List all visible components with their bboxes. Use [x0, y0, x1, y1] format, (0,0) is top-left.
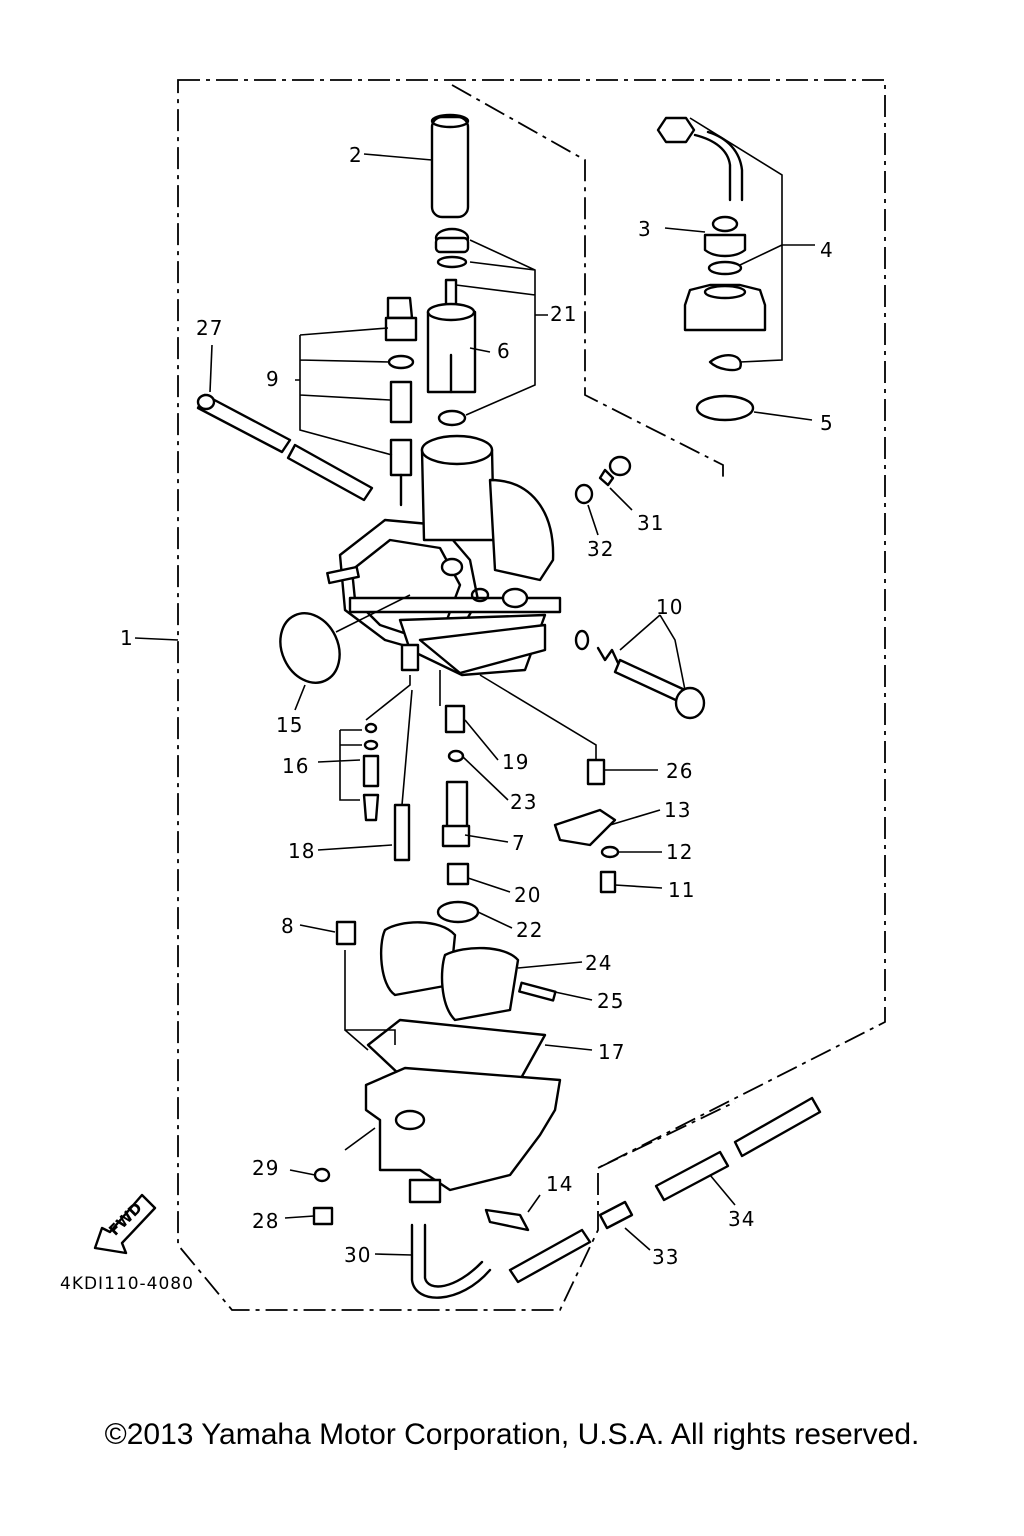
callout-labels: 1 2 3 4 5 6 7 8 9 10 11 12 13 14 15 16 1…: [60, 143, 834, 1294]
callout-33: 33: [652, 1245, 679, 1269]
part-needle-jet: [441, 704, 471, 848]
part-ring-nut: [683, 283, 767, 422]
part-drain-screw-14: [484, 1208, 530, 1232]
callout-5: 5: [820, 411, 834, 435]
part-starter-plunger: [384, 296, 418, 507]
part-cable-tube: [430, 113, 470, 219]
callout-23: 23: [510, 790, 537, 814]
callout-29: 29: [252, 1156, 279, 1180]
callout-6: 6: [497, 339, 511, 363]
callout-32: 32: [587, 537, 614, 561]
part-gasket-13: [553, 808, 617, 847]
part-main-jet-20: [446, 862, 470, 886]
callout-31: 31: [637, 511, 664, 535]
callout-2: 2: [349, 143, 363, 167]
part-screw-8: [335, 920, 357, 946]
forward-arrow-icon: FWD: [93, 1193, 157, 1255]
part-pilot-jet-18: [393, 803, 411, 862]
part-top-fitting: [656, 116, 744, 202]
part-throttle-stop-screw: [574, 629, 706, 720]
part-float-gasket-17: [366, 1018, 547, 1082]
callout-11: 11: [668, 878, 695, 902]
part-drain-hose-lower: [508, 1228, 592, 1284]
part-fitting-33: [598, 1200, 634, 1230]
callout-10: 10: [656, 595, 683, 619]
part-plug-28: [312, 1206, 334, 1226]
part-screw-31: [574, 455, 632, 505]
callout-17: 17: [598, 1040, 625, 1064]
diagram-code: 4KDI110-4080: [60, 1274, 194, 1294]
part-float-pin-25: [518, 981, 557, 1002]
callout-3: 3: [638, 217, 652, 241]
group-line-34: [597, 1101, 736, 1169]
part-26: [586, 758, 606, 786]
callout-15: 15: [276, 713, 303, 737]
callout-13: 13: [664, 798, 691, 822]
callout-14: 14: [546, 1172, 573, 1196]
callout-18: 18: [288, 839, 315, 863]
callout-34: 34: [728, 1207, 755, 1231]
callout-9: 9: [266, 367, 280, 391]
part-float-bowl: [364, 1066, 562, 1204]
part-vent-hose: [196, 393, 374, 502]
callout-26: 26: [666, 759, 693, 783]
callout-22: 22: [516, 918, 543, 942]
part-pilot-screw-16: [362, 722, 380, 822]
group-line-top: [451, 84, 724, 478]
callout-28: 28: [252, 1209, 279, 1233]
part-o-ring-15: [279, 612, 341, 684]
callout-12: 12: [666, 840, 693, 864]
part-carburetor-body: [326, 434, 562, 677]
callout-16: 16: [282, 754, 309, 778]
copyright-notice: ©2013 Yamaha Motor Corporation, U.S.A. A…: [104, 1418, 920, 1451]
callout-27: 27: [196, 316, 223, 340]
callout-19: 19: [502, 750, 529, 774]
callout-8: 8: [281, 914, 295, 938]
part-cap-3: [703, 215, 747, 276]
assembly-boundary: [177, 79, 886, 1311]
part-throttle-valve: [426, 302, 477, 427]
part-washer-22: [436, 900, 480, 924]
part-drain-hose-30: [410, 1223, 492, 1299]
callout-30: 30: [344, 1243, 371, 1267]
callout-1: 1: [120, 626, 134, 650]
callout-20: 20: [514, 883, 541, 907]
part-washer-29: [313, 1167, 331, 1183]
part-floats: [379, 921, 520, 1022]
callout-4: 4: [820, 238, 834, 262]
part-screw-11: [599, 870, 617, 894]
leader-lines: [134, 117, 815, 1256]
callout-24: 24: [585, 951, 612, 975]
callout-21: 21: [550, 302, 577, 326]
callout-25: 25: [597, 989, 624, 1013]
part-washer-12: [600, 845, 620, 859]
part-hose-34: [654, 1150, 730, 1202]
part-hose-34-b: [733, 1096, 822, 1158]
callout-7: 7: [512, 831, 526, 855]
